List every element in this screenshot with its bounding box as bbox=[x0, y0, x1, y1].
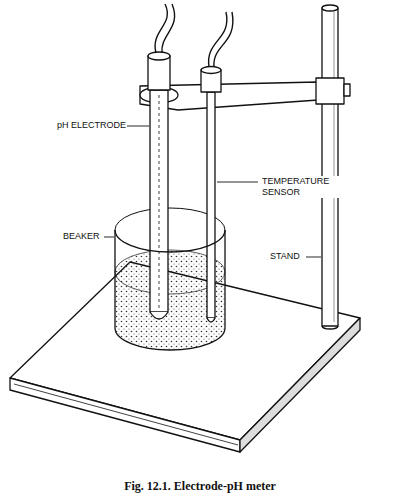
base-front bbox=[10, 378, 240, 452]
stand-rod bbox=[322, 8, 338, 326]
stand-rod-top bbox=[322, 5, 338, 11]
electrode-wire bbox=[155, 4, 167, 53]
ph-electrode-cap bbox=[148, 56, 170, 90]
figure-caption: Fig. 12.1. Electrode-pH meter bbox=[0, 479, 400, 494]
clamp-screw bbox=[344, 84, 350, 96]
leader-line bbox=[104, 237, 114, 238]
leader-line bbox=[306, 257, 321, 258]
leader-line bbox=[217, 182, 258, 183]
part-label: TEMPERATURE SENSOR bbox=[261, 176, 349, 198]
ph-electrode-body bbox=[150, 90, 168, 312]
part-label: BEAKER bbox=[62, 231, 101, 242]
part-label: pH ELECTRODE bbox=[56, 120, 127, 131]
leader-line bbox=[126, 126, 149, 127]
beaker-wall bbox=[114, 230, 115, 328]
part-label: STAND bbox=[269, 251, 301, 262]
sensor-wire bbox=[209, 12, 227, 67]
beaker-rim bbox=[115, 230, 225, 252]
base-side bbox=[240, 318, 360, 452]
temperature-sensor-body bbox=[207, 92, 215, 318]
clamp-block bbox=[316, 78, 344, 104]
